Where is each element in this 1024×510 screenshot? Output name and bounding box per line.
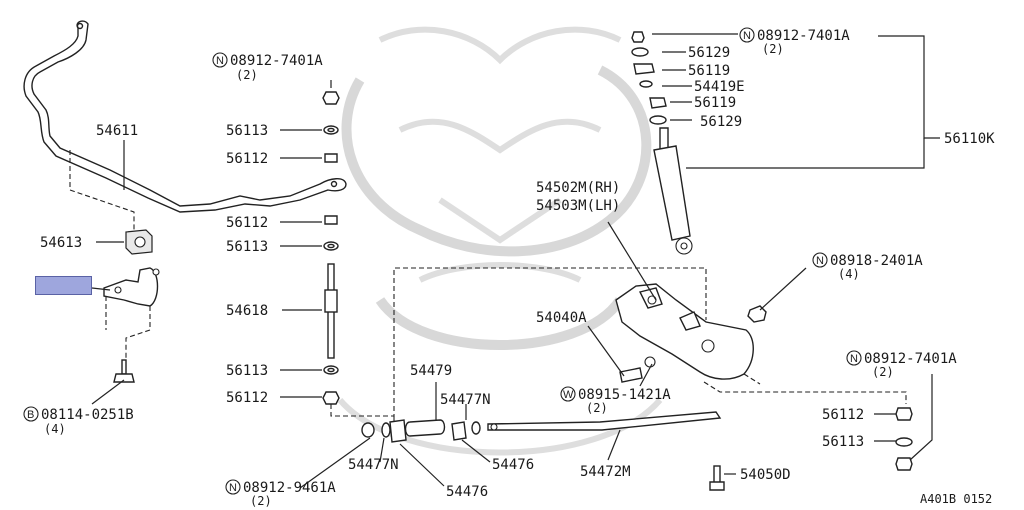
label-54479[interactable]: 54479 bbox=[410, 363, 452, 379]
label-56113-b[interactable]: 56113 bbox=[226, 239, 268, 255]
nut-prefix-circle bbox=[212, 52, 228, 68]
nut-prefix-circle-right bbox=[846, 350, 862, 366]
bracket-bolt bbox=[113, 359, 135, 383]
label-56110K[interactable]: 56110K bbox=[944, 131, 995, 147]
stabilizer-bar bbox=[23, 20, 347, 213]
compression-rod bbox=[487, 411, 722, 431]
bolt-prefix-circle bbox=[23, 406, 39, 422]
highlighted-part-hotspot[interactable] bbox=[35, 276, 92, 295]
label-56119-b[interactable]: 56119 bbox=[694, 95, 736, 111]
shock-absorber-assembly bbox=[631, 31, 693, 255]
washer-prefix-letter: W bbox=[563, 389, 574, 401]
label-54050D[interactable]: 54050D bbox=[740, 467, 791, 483]
label-56112-b[interactable]: 56112 bbox=[226, 215, 268, 231]
label-56113-d[interactable]: 56113 bbox=[822, 434, 864, 450]
nut-prefix-letter-top-right: N bbox=[743, 30, 751, 42]
label-56113-c[interactable]: 56113 bbox=[226, 363, 268, 379]
bolt-prefix-letter: B bbox=[27, 409, 34, 421]
label-54611[interactable]: 54611 bbox=[96, 123, 138, 139]
qty-top-right: (2) bbox=[762, 42, 784, 56]
label-08918-2401A[interactable]: 08918-2401A bbox=[830, 253, 923, 269]
figure-code: A401B 0152 bbox=[920, 492, 992, 506]
end-link-assembly bbox=[322, 91, 340, 405]
label-56113-a[interactable]: 56113 bbox=[226, 123, 268, 139]
label-08915-1421A[interactable]: 08915-1421A bbox=[578, 387, 671, 403]
label-08912-7401A-right[interactable]: 08912-7401A bbox=[864, 351, 957, 367]
nut-prefix-circle-9461 bbox=[225, 479, 241, 495]
stabilizer-bushing bbox=[125, 229, 153, 255]
label-54040A[interactable]: 54040A bbox=[536, 310, 587, 326]
label-54472M[interactable]: 54472M bbox=[580, 464, 631, 480]
label-54477N-b[interactable]: 54477N bbox=[348, 457, 399, 473]
label-56119-a[interactable]: 56119 bbox=[688, 63, 730, 79]
label-54503M-LH[interactable]: 54503M(LH) bbox=[536, 198, 620, 214]
qty-right: (2) bbox=[872, 365, 894, 379]
lower-arm bbox=[615, 283, 754, 380]
washer-prefix-circle bbox=[560, 386, 576, 402]
qty-top-left: (2) bbox=[236, 68, 258, 82]
nut-prefix-letter-9461: N bbox=[229, 482, 237, 494]
label-08114-0251B[interactable]: 08114-0251B bbox=[41, 407, 134, 423]
label-56129-b[interactable]: 56129 bbox=[700, 114, 742, 130]
label-54613[interactable]: 54613 bbox=[40, 235, 82, 251]
nut-prefix-letter-right: N bbox=[850, 353, 858, 365]
rod-nut-stack bbox=[895, 407, 913, 471]
part-labels: N 08912-7401A (2) 56113 56112 54611 5611… bbox=[23, 27, 995, 508]
nut-prefix-letter-08918: N bbox=[816, 255, 824, 267]
stabilizer-bracket bbox=[103, 267, 160, 307]
label-56129-a[interactable]: 56129 bbox=[688, 45, 730, 61]
rod-bolt bbox=[709, 465, 725, 491]
label-56112-c[interactable]: 56112 bbox=[226, 390, 268, 406]
label-08912-7401A-top-right[interactable]: 08912-7401A bbox=[757, 28, 850, 44]
label-54618[interactable]: 54618 bbox=[226, 303, 268, 319]
qty-bolt: (4) bbox=[44, 422, 66, 436]
label-54502M-RH[interactable]: 54502M(RH) bbox=[536, 180, 620, 196]
label-08912-9461A[interactable]: 08912-9461A bbox=[243, 480, 336, 496]
leader-lines bbox=[91, 33, 940, 489]
nut-prefix-letter: N bbox=[216, 55, 224, 67]
arm-nut bbox=[747, 305, 767, 323]
label-54476-a[interactable]: 54476 bbox=[492, 457, 534, 473]
qty-9461: (2) bbox=[250, 494, 272, 508]
label-56112-d[interactable]: 56112 bbox=[822, 407, 864, 423]
label-08912-7401A-top-left[interactable]: 08912-7401A bbox=[230, 53, 323, 69]
nut-prefix-circle-top-right bbox=[739, 27, 755, 43]
label-56112-a[interactable]: 56112 bbox=[226, 151, 268, 167]
qty-washer: (2) bbox=[586, 401, 608, 415]
label-54476-b[interactable]: 54476 bbox=[446, 484, 488, 500]
label-54477N-a[interactable]: 54477N bbox=[440, 392, 491, 408]
label-54419E[interactable]: 54419E bbox=[694, 79, 745, 95]
dashed-guides bbox=[69, 150, 907, 424]
rod-bushings bbox=[361, 419, 481, 443]
nut-prefix-circle-08918 bbox=[812, 252, 828, 268]
arm-bolt bbox=[619, 356, 656, 383]
qty-08918: (4) bbox=[838, 267, 860, 281]
